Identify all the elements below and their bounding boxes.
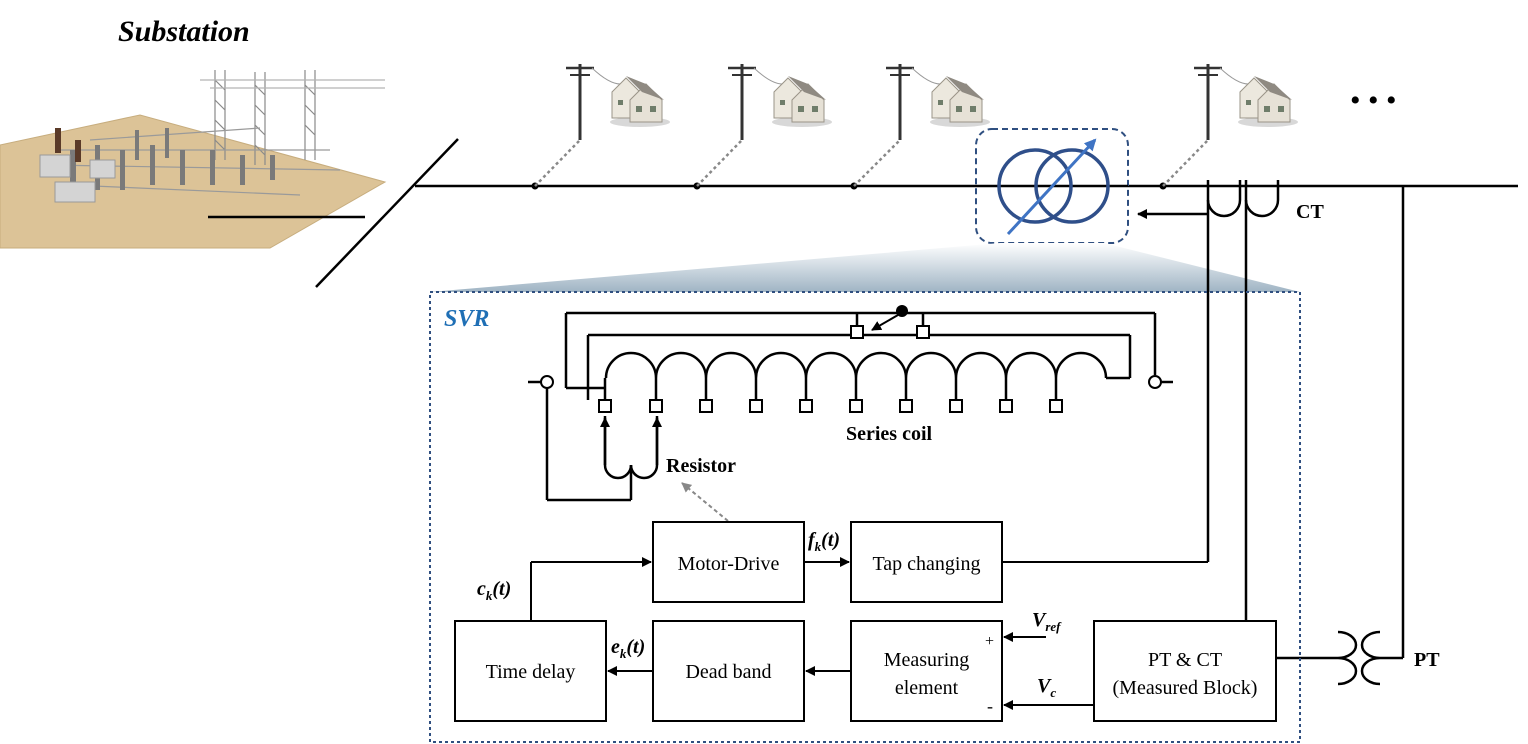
signal-wires — [530, 557, 1208, 710]
tap-changing-block: Tap changing — [850, 521, 1003, 603]
tap-terminal — [999, 399, 1013, 413]
svg-text:Motor-Drive: Motor-Drive — [678, 553, 780, 575]
house-icon — [930, 76, 990, 127]
coil-taps — [598, 378, 1063, 413]
series-coil-label: Series coil — [846, 423, 933, 445]
measuring-element-block: Measuring element + - — [850, 620, 1003, 722]
tap-terminal — [849, 399, 863, 413]
tap-terminal — [1049, 399, 1063, 413]
pt-symbol — [1276, 186, 1405, 686]
svg-text:Measuring: Measuring — [884, 649, 970, 671]
service-drops — [534, 139, 1209, 187]
svg-text:PT & CT: PT & CT — [1148, 649, 1222, 671]
utility-pole-1 — [566, 64, 623, 140]
coil-terminals — [540, 375, 1162, 389]
svr-transformer — [975, 128, 1129, 244]
svg-text:Tap changing: Tap changing — [872, 553, 980, 575]
pt-ct-measured-block: PT & CT (Measured Block) — [1093, 620, 1277, 722]
ct-label: CT — [1296, 201, 1324, 223]
motor-drive-block: Motor-Drive — [652, 521, 805, 603]
dead-band-block: Dead band — [652, 620, 805, 722]
poles-and-houses — [566, 64, 1298, 140]
vc-label: Vc — [1037, 675, 1056, 700]
resistor — [545, 388, 662, 502]
tap-terminal — [749, 399, 763, 413]
ellipsis: • • • — [1350, 84, 1397, 117]
svg-text:(Measured Block): (Measured Block) — [1113, 677, 1258, 699]
svg-text:-: - — [987, 696, 993, 716]
tap-terminal — [949, 399, 963, 413]
house-icon — [772, 76, 832, 127]
ek-label: ek(t) — [611, 636, 645, 661]
fk-label: fk(t) — [808, 529, 840, 554]
svr-label: SVR — [444, 306, 489, 332]
utility-pole-2 — [728, 64, 785, 140]
tap-selector — [850, 305, 930, 339]
ct-symbol — [1137, 180, 1280, 620]
time-delay-block: Time delay — [454, 620, 607, 722]
substation-title: Substation — [118, 15, 250, 48]
substation-image — [0, 70, 387, 249]
tap-terminal — [649, 399, 663, 413]
vref-label: Vref — [1032, 609, 1062, 634]
house-icon — [1238, 76, 1298, 127]
svg-text:Dead band: Dead band — [685, 661, 771, 683]
svr-detail-box — [429, 291, 1301, 743]
ck-label: ck(t) — [477, 578, 511, 603]
tap-terminal — [699, 399, 713, 413]
svr-zoom-projection — [430, 243, 1300, 292]
tap-terminal — [598, 399, 612, 413]
house-icon — [610, 76, 670, 127]
tap-terminal — [899, 399, 913, 413]
pt-label: PT — [1414, 649, 1440, 671]
svg-text:element: element — [895, 677, 959, 699]
resistor-label: Resistor — [666, 455, 736, 477]
tap-terminal — [799, 399, 813, 413]
svg-text:+: + — [985, 633, 994, 650]
motor-to-resistor-link — [681, 482, 729, 522]
svg-text:Time delay: Time delay — [486, 661, 576, 683]
main-feeder-line — [208, 138, 1518, 288]
